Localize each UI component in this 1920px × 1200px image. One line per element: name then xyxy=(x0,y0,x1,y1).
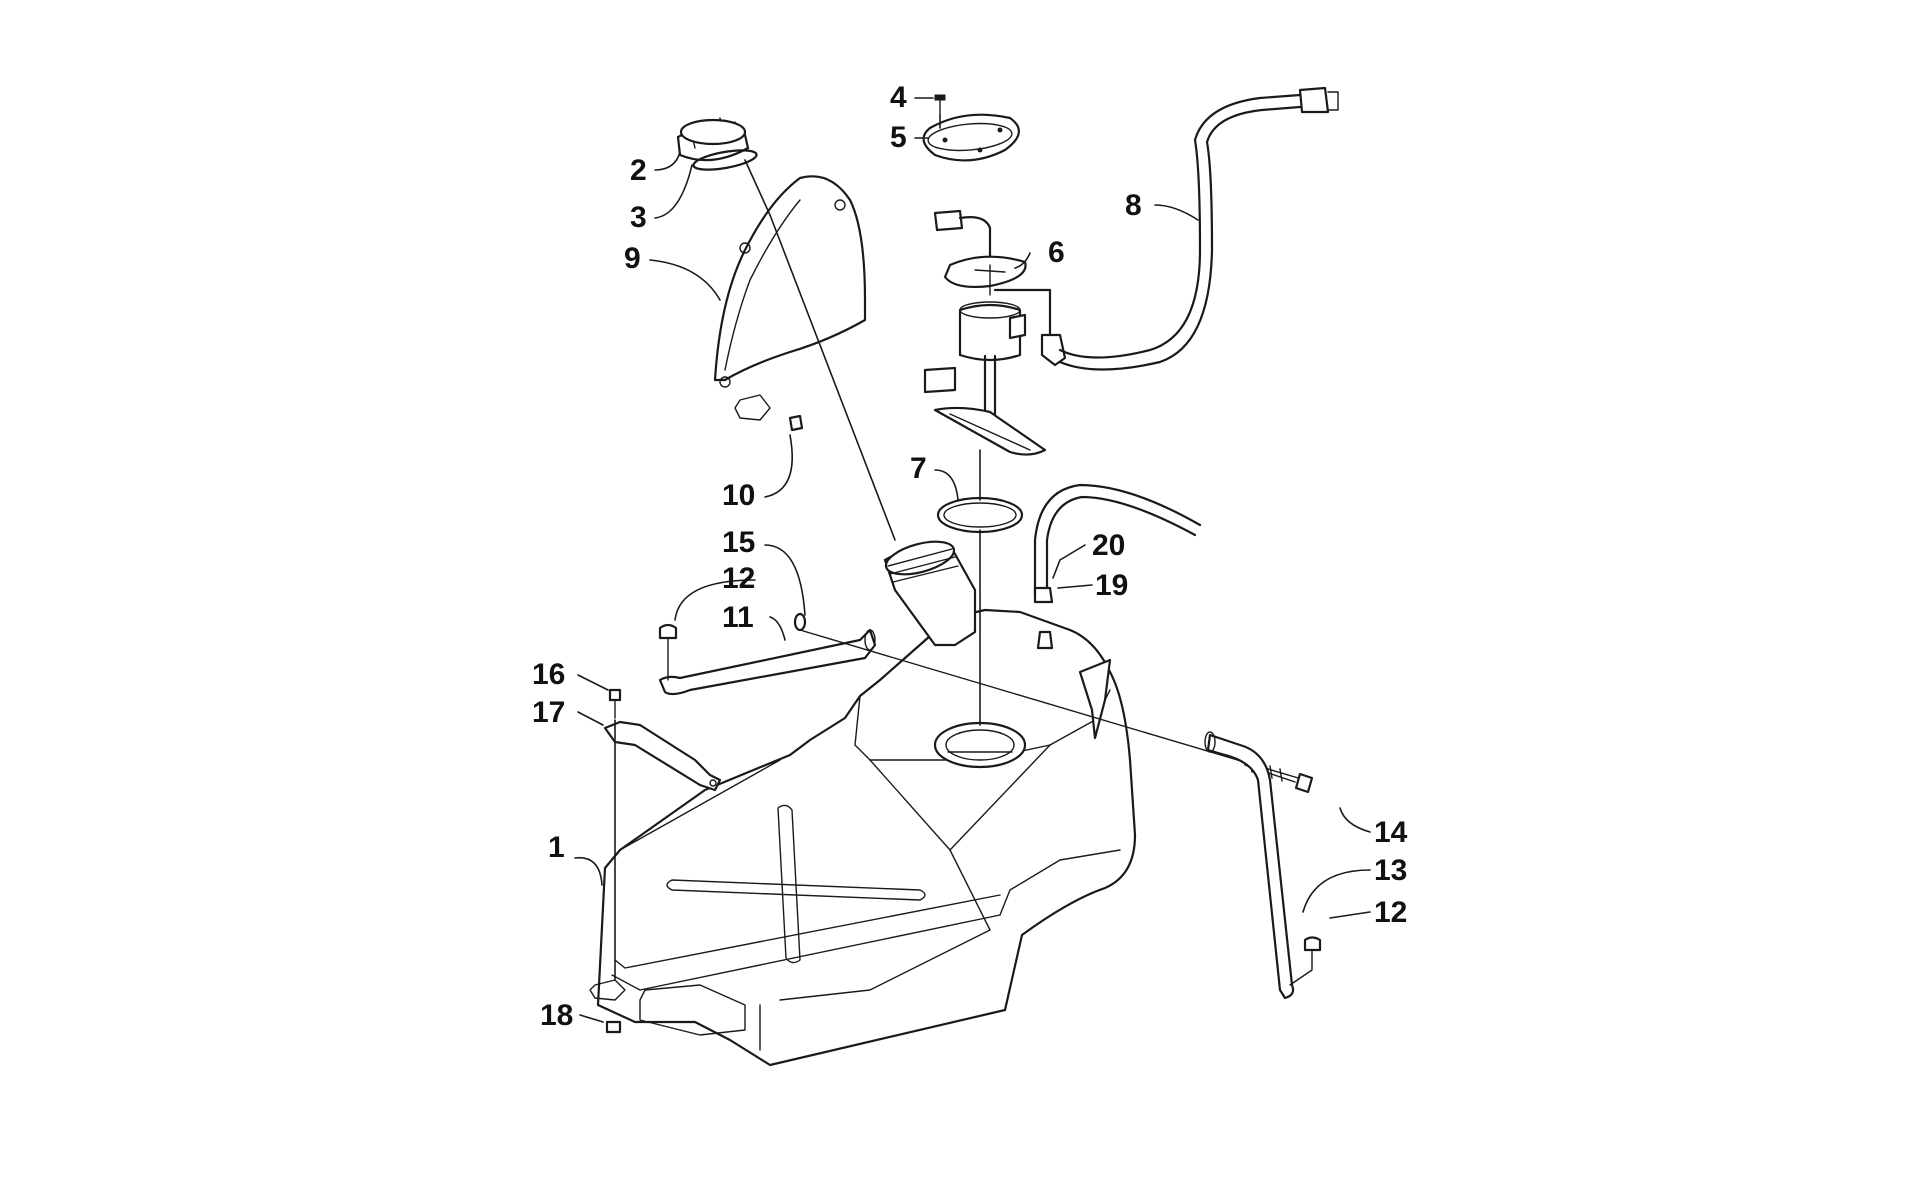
callout-leaders xyxy=(574,97,1371,1023)
callout-18: 18 xyxy=(540,999,573,1032)
callout-12-lower: 12 xyxy=(1374,896,1407,929)
fuel-line-hose xyxy=(1058,86,1339,371)
callout-17: 17 xyxy=(532,696,565,729)
pump-retainer-ring xyxy=(922,113,1020,162)
assembly-lines xyxy=(614,114,981,981)
callout-19: 19 xyxy=(1095,569,1128,602)
callout-6: 6 xyxy=(1048,236,1065,269)
callout-13: 13 xyxy=(1374,854,1407,887)
clip-fastener-10 xyxy=(734,394,804,432)
front-bracket-17 xyxy=(603,720,722,792)
callout-4: 4 xyxy=(890,81,907,114)
callout-2: 2 xyxy=(630,154,647,187)
pump-o-ring-inner xyxy=(943,502,1017,528)
strap-bolt-15 xyxy=(793,612,807,632)
tank-strap-right xyxy=(1204,731,1295,1000)
callout-10: 10 xyxy=(722,479,755,512)
callout-1: 1 xyxy=(548,831,565,864)
heat-shield xyxy=(713,175,867,388)
fuel-tank xyxy=(596,540,1137,1067)
callout-8: 8 xyxy=(1125,189,1142,222)
screw-4 xyxy=(934,94,946,116)
tank-strap-left xyxy=(658,628,877,696)
callout-5: 5 xyxy=(890,121,907,154)
vent-hose xyxy=(1033,483,1202,597)
callout-15: 15 xyxy=(722,526,755,559)
screw-16 xyxy=(608,688,622,719)
callout-12-upper: 12 xyxy=(722,562,755,595)
screw-12-right xyxy=(1289,936,1322,986)
hose-clamp xyxy=(1033,586,1054,604)
filler-cap-gasket xyxy=(692,149,758,171)
callout-11: 11 xyxy=(722,601,754,634)
callout-7: 7 xyxy=(910,452,927,485)
callout-labels: 1 2 3 4 5 6 7 8 9 10 11 12 12 13 14 15 1… xyxy=(532,81,1408,1032)
callout-20: 20 xyxy=(1092,529,1125,562)
callout-14: 14 xyxy=(1374,816,1408,849)
callout-16: 16 xyxy=(532,658,565,691)
fuel-pump-assembly xyxy=(923,209,1067,456)
screw-12-left xyxy=(658,623,678,681)
callout-9: 9 xyxy=(624,242,641,275)
callout-3: 3 xyxy=(630,201,647,234)
